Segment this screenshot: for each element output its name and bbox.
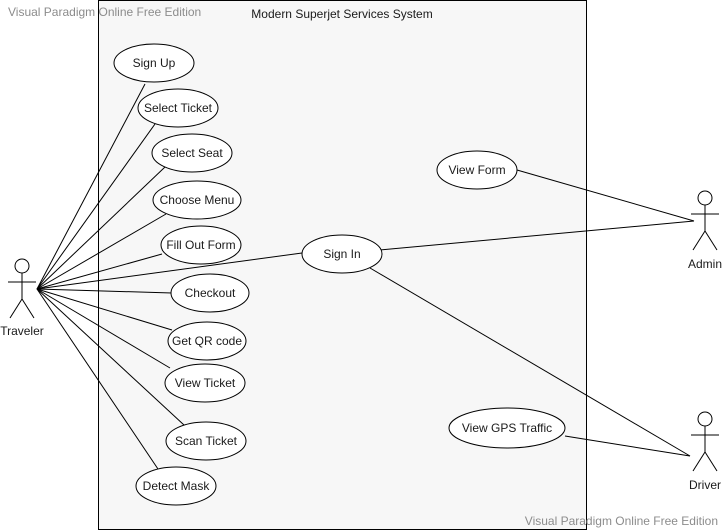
usecase-label-select-ticket: Select Ticket (144, 101, 213, 115)
actor-driver-head (697, 411, 713, 427)
use-case-labels: Sign Up Select Ticket Select Seat Choose… (133, 56, 552, 493)
usecase-select-ticket[interactable] (137, 88, 219, 128)
actor-admin-right-leg (704, 230, 718, 251)
actor-traveler[interactable] (8, 258, 36, 319)
usecase-sign-up[interactable] (113, 43, 195, 83)
usecase-choose-menu[interactable] (152, 180, 242, 220)
usecase-detect-mask[interactable] (135, 466, 217, 506)
system-title: Modern Superjet Services System (251, 7, 432, 21)
usecase-label-view-ticket: View Ticket (175, 376, 236, 390)
assoc-admin-view-form (516, 169, 695, 222)
usecase-label-view-gps-traffic: View GPS Traffic (462, 421, 552, 435)
usecase-view-ticket[interactable] (164, 363, 246, 403)
assoc-driver-view-gps-traffic (564, 435, 691, 457)
assoc-traveler-view-ticket (36, 288, 171, 369)
usecase-fill-out-form[interactable] (160, 225, 242, 265)
assoc-driver-sign-in (369, 267, 691, 457)
usecase-sign-in[interactable] (301, 234, 383, 274)
actor-admin[interactable] (691, 190, 719, 251)
usecase-checkout[interactable] (170, 273, 250, 313)
assoc-traveler-checkout (36, 288, 173, 294)
assoc-traveler-select-seat (36, 166, 166, 290)
assoc-traveler-sign-in (36, 252, 303, 290)
assoc-traveler-select-ticket (36, 123, 156, 290)
assoc-admin-sign-in (379, 220, 695, 251)
usecase-view-gps-traffic[interactable] (448, 407, 566, 449)
usecase-label-scan-ticket: Scan Ticket (175, 434, 238, 448)
usecase-label-fill-out-form: Fill Out Form (166, 238, 235, 252)
actor-admin-left-leg (692, 230, 706, 251)
use-cases (113, 43, 566, 506)
usecase-scan-ticket[interactable] (165, 421, 247, 461)
usecase-select-seat[interactable] (151, 133, 233, 173)
actor-traveler-left-leg (9, 298, 23, 319)
usecase-label-select-seat: Select Seat (161, 146, 223, 160)
assoc-traveler-sign-up (36, 83, 146, 290)
actor-driver-left-leg (692, 451, 706, 472)
actor-admin-head (697, 190, 713, 206)
usecase-label-choose-menu: Choose Menu (160, 193, 235, 207)
association-lines (36, 83, 695, 473)
actor-traveler-label: Traveler (0, 324, 44, 338)
actor-driver-right-leg (704, 451, 718, 472)
actor-admin-label: Admin (688, 257, 722, 271)
usecase-get-qr-code[interactable] (167, 321, 247, 361)
actor-traveler-right-leg (21, 298, 35, 319)
watermark-top: Visual Paradigm Online Free Edition (8, 5, 202, 19)
assoc-traveler-detect-mask (36, 288, 161, 473)
assoc-traveler-scan-ticket (36, 288, 185, 426)
usecase-label-sign-up: Sign Up (133, 56, 176, 70)
usecase-view-form[interactable] (436, 150, 518, 190)
watermark-bottom: Visual Paradigm Online Free Edition (524, 514, 718, 528)
actor-driver-label: Driver (689, 478, 721, 492)
assoc-traveler-get-qr-code (36, 288, 173, 331)
actor-traveler-head (14, 258, 30, 274)
usecase-label-checkout: Checkout (185, 286, 236, 300)
actor-driver[interactable] (691, 411, 719, 472)
usecase-label-sign-in: Sign In (323, 247, 360, 261)
usecase-label-detect-mask: Detect Mask (143, 479, 211, 493)
usecase-label-view-form: View Form (448, 163, 505, 177)
usecase-label-get-qr-code: Get QR code (172, 334, 242, 348)
assoc-traveler-fill-out-form (36, 253, 163, 290)
assoc-traveler-choose-menu (36, 213, 167, 290)
